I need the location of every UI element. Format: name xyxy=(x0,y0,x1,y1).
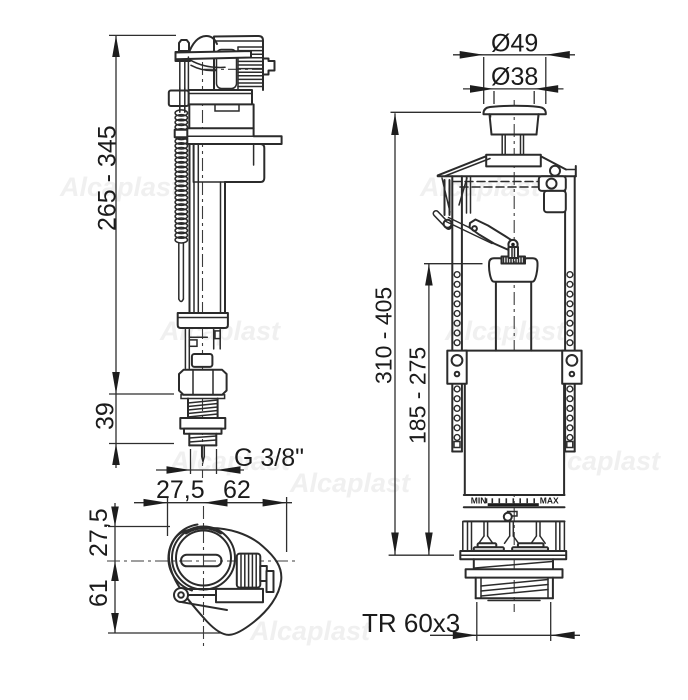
svg-text:Alcaplast: Alcaplast xyxy=(444,316,566,346)
svg-text:185 - 275: 185 - 275 xyxy=(405,347,431,444)
svg-text:MAX: MAX xyxy=(540,496,559,506)
svg-text:61: 61 xyxy=(85,579,113,607)
svg-text:62: 62 xyxy=(223,476,251,504)
svg-text:Ø38: Ø38 xyxy=(491,63,538,91)
svg-text:Alcaplast: Alcaplast xyxy=(59,172,181,202)
svg-text:TR 60x3: TR 60x3 xyxy=(362,608,460,638)
svg-text:265 - 345: 265 - 345 xyxy=(94,125,122,231)
svg-text:Ø49: Ø49 xyxy=(491,30,538,58)
svg-text:MIN: MIN xyxy=(471,496,487,506)
svg-text:310 - 405: 310 - 405 xyxy=(371,287,397,384)
svg-text:27,5: 27,5 xyxy=(85,508,113,557)
svg-text:G 3/8": G 3/8" xyxy=(234,444,304,472)
svg-text:Alcaplast: Alcaplast xyxy=(289,468,411,498)
svg-text:27,5: 27,5 xyxy=(156,476,205,504)
svg-text:39: 39 xyxy=(92,402,120,430)
svg-text:Alcaplast: Alcaplast xyxy=(249,616,371,646)
